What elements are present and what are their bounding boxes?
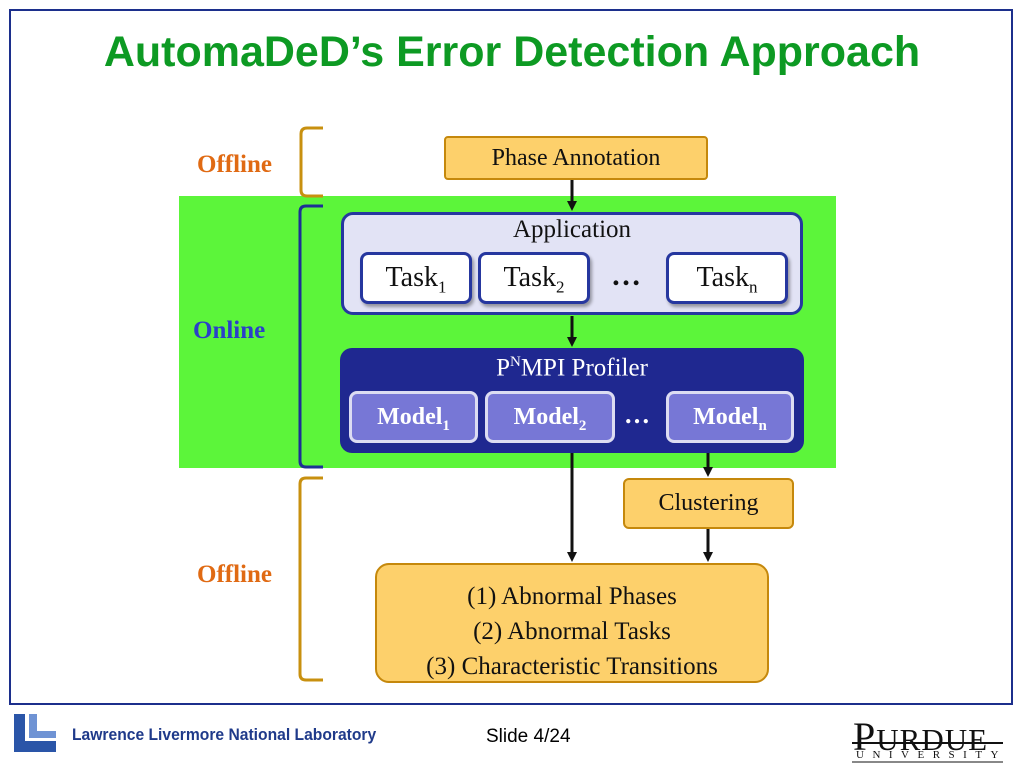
model-box-2: Model2 xyxy=(485,391,615,443)
offline-top-brace xyxy=(299,126,323,198)
offline-label-top: Offline xyxy=(197,151,272,178)
model-label: Model xyxy=(513,404,579,430)
phase-annotation-box: Phase Annotation xyxy=(444,136,708,180)
model-label: Model xyxy=(693,404,759,430)
result-item-abnormal-phases: (1) Abnormal Phases xyxy=(467,583,677,610)
task-box-1: Task1 xyxy=(360,252,472,304)
task-label: Task xyxy=(696,262,749,293)
results-box: (1) Abnormal Phases (2) Abnormal Tasks (… xyxy=(375,563,769,683)
pnmpi-profiler-box: PNMPI Profiler Model1 Model2 … Modeln xyxy=(340,348,804,453)
task-box-n: Taskn xyxy=(666,252,788,304)
profiler-title: PNMPI Profiler xyxy=(496,354,648,382)
purdue-wordmark: PURDUE xyxy=(853,714,989,759)
task-label: Task xyxy=(385,262,438,293)
task-subscript: n xyxy=(748,277,758,297)
model-subscript: 1 xyxy=(442,417,450,434)
task-subscript: 2 xyxy=(555,277,565,297)
lab-name: Lawrence Livermore National Laboratory xyxy=(72,725,377,744)
model-ellipsis: … xyxy=(624,400,650,429)
task-box-2: Task2 xyxy=(478,252,590,304)
offline-label-bottom: Offline xyxy=(197,561,272,588)
offline-bottom-brace xyxy=(298,476,323,682)
online-label: Online xyxy=(193,317,266,344)
application-box: Application Task1 Task2 … Taskn xyxy=(341,212,803,315)
application-title: Application xyxy=(512,216,632,243)
task-subscript: 1 xyxy=(437,277,447,297)
slide-number: Slide 4/24 xyxy=(486,726,571,747)
task-label: Task xyxy=(503,262,556,293)
slide-frame xyxy=(9,9,1013,705)
purdue-university-text: UNIVERSITY xyxy=(856,749,1007,761)
result-item-abnormal-tasks: (2) Abnormal Tasks xyxy=(473,618,671,645)
model-box-n: Modeln xyxy=(666,391,794,443)
model-subscript: n xyxy=(758,417,767,434)
result-item-characteristic-transitions: (3) Characteristic Transitions xyxy=(426,653,718,680)
model-label: Model xyxy=(377,404,443,430)
task-ellipsis: … xyxy=(611,259,641,292)
clustering-box: Clustering xyxy=(623,478,794,529)
model-box-1: Model1 xyxy=(349,391,478,443)
llnl-logo-icon xyxy=(14,714,56,752)
model-subscript: 2 xyxy=(578,417,587,434)
slide-title: AutomaDeD’s Error Detection Approach xyxy=(103,28,921,76)
online-brace xyxy=(298,204,323,469)
